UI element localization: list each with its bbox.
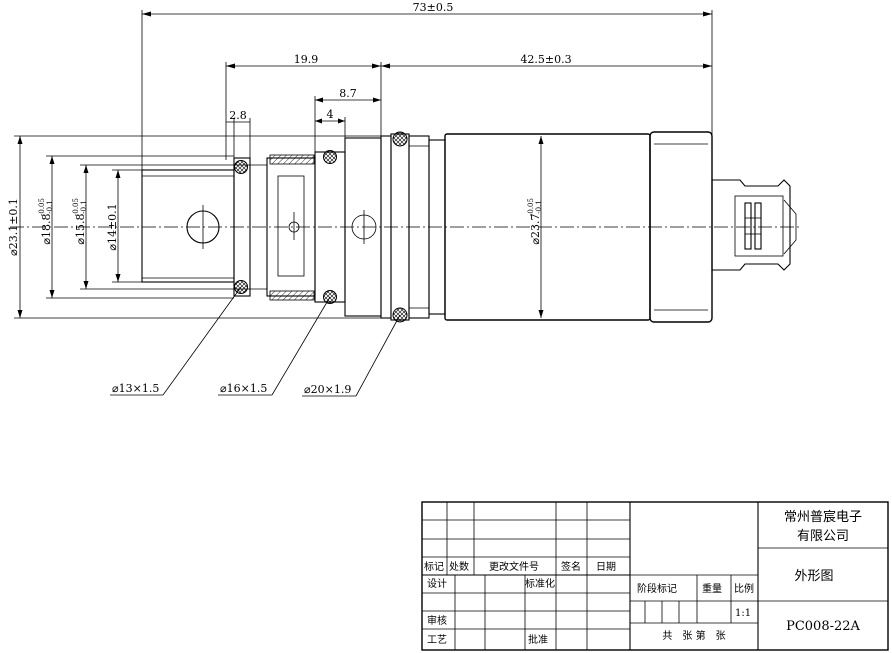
title-block: 标记 处数 更改文件号 签名 日期 设计 标准化 审核 工艺 批准 阶段标记 重… [421, 501, 889, 651]
tb-label-sheets: 共 张 第 张 [662, 629, 725, 642]
tb-scale-value: 1:1 [735, 608, 751, 619]
diameter-dimensions: ⌀23.1±0.1 ⌀18.8 -0.05 -0.1 ⌀15.8 -0.05 -… [7, 135, 544, 319]
tb-label-standardize: 标准化 [525, 577, 555, 590]
tb-company-line1: 常州普宸电子 [784, 509, 862, 525]
dim-dia-23-7-tol-lower: -0.1 [535, 200, 543, 214]
callout-oring-16: ⌀16×1.5 [220, 382, 267, 395]
tb-label-review: 审核 [427, 614, 447, 627]
tb-label-scale: 比例 [734, 582, 754, 595]
tb-label-stage-mark: 阶段标记 [637, 582, 677, 595]
dim-dia-15-8-tol-upper: -0.05 [72, 198, 80, 216]
dim-dia-18-8-tol-lower: -0.1 [46, 200, 54, 214]
dim-step-2-8: 2.8 [229, 109, 247, 122]
dim-dia-15-8: ⌀15.8 [74, 213, 87, 244]
tb-label-process: 工艺 [427, 634, 447, 646]
tb-label-weight: 重量 [702, 582, 722, 595]
dim-dia-15-8-tol-lower: -0.1 [80, 200, 88, 214]
tb-label-change-doc: 更改文件号 [489, 560, 539, 573]
dim-step-4: 4 [327, 108, 334, 121]
dim-dia-23-7: ⌀23.7 [529, 213, 542, 244]
dim-dia-18-8-tol-upper: -0.05 [38, 198, 46, 216]
oring-leaders: ⌀13×1.5 ⌀16×1.5 ⌀20×1.9 [110, 286, 401, 397]
callout-oring-20: ⌀20×1.9 [304, 383, 351, 396]
dim-step-8-7: 8.7 [339, 87, 357, 100]
tb-label-date: 日期 [596, 561, 616, 573]
tb-drawing-number: PC008-22A [786, 619, 860, 634]
dim-right-length: 42.5±0.3 [520, 53, 571, 66]
tb-drawing-title: 外形图 [794, 569, 833, 584]
tb-label-mark: 标记 [424, 561, 444, 573]
callout-oring-13: ⌀13×1.5 [112, 382, 159, 395]
horizontal-dimensions: 73±0.5 19.9 42.5±0.3 8.7 4 2.8 [141, 1, 713, 180]
tb-label-sign: 签名 [561, 560, 581, 573]
dim-dia-23-7-tol-upper: -0.05 [527, 198, 535, 216]
tb-label-count: 处数 [449, 560, 469, 573]
dim-overall-length: 73±0.5 [413, 1, 454, 14]
dim-left-length: 19.9 [294, 53, 319, 66]
tb-company-line2: 有限公司 [797, 529, 849, 544]
tb-label-approve: 批准 [528, 633, 548, 646]
dim-dia-18-8: ⌀18.8 [40, 213, 53, 244]
tb-label-design: 设计 [427, 577, 447, 590]
dim-dia-23-1: ⌀23.1±0.1 [7, 198, 20, 256]
dim-dia-14: ⌀14±0.1 [106, 203, 119, 250]
